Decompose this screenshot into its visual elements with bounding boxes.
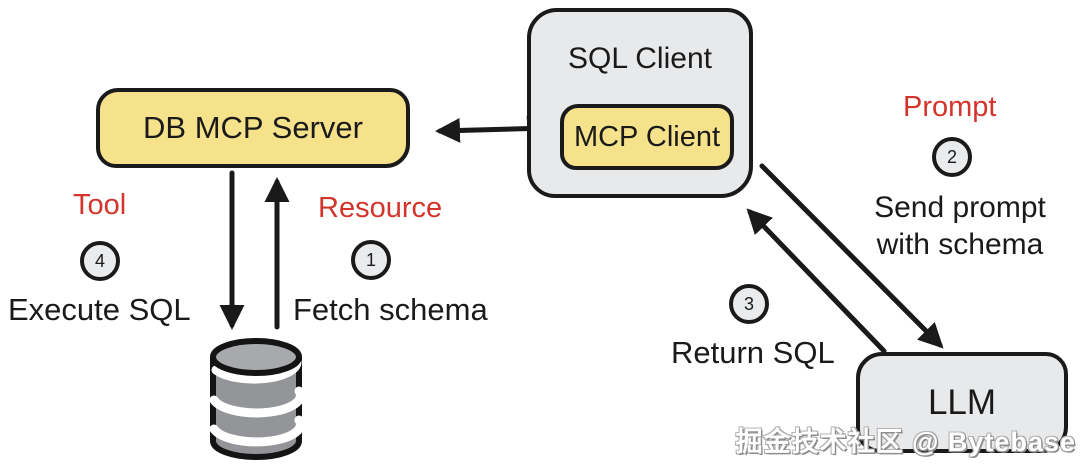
step-4-number: 4: [94, 250, 105, 271]
fetch-schema-label: Fetch schema: [293, 292, 488, 327]
arrow-send-prompt: [759, 163, 944, 349]
node-db-mcp-server: DB MCP Server: [96, 88, 410, 168]
resource-label: Resource: [318, 192, 443, 224]
return-sql-label: Return SQL: [671, 335, 835, 370]
mcp-client-label: MCP Client: [573, 120, 721, 153]
step-badge-3: 3: [729, 284, 769, 324]
tool-label: Tool: [73, 189, 127, 221]
llm-label: LLM: [927, 382, 997, 422]
sql-client-label: SQL Client: [568, 42, 712, 75]
db-mcp-server-label: DB MCP Server: [143, 110, 363, 145]
step-badge-1: 1: [351, 240, 391, 280]
arrow-return-sql: [746, 208, 887, 354]
database-cylinder-icon: [209, 338, 305, 460]
send-prompt-line2: with schema: [876, 228, 1044, 261]
step-1-number: 1: [365, 249, 376, 270]
step-2-number: 2: [946, 146, 957, 167]
send-prompt-label: Send prompt with schema: [860, 189, 1060, 263]
step-badge-4: 4: [80, 241, 120, 281]
node-mcp-client: MCP Client: [560, 104, 734, 170]
step-3-number: 3: [743, 293, 754, 314]
prompt-label: Prompt: [903, 91, 997, 123]
watermark-text: 掘金技术社区 @ Bytebase: [735, 427, 1076, 457]
execute-sql-label: Execute SQL: [8, 292, 191, 327]
step-badge-2: 2: [932, 137, 972, 177]
node-llm: LLM: [856, 352, 1068, 453]
node-sql-client: SQL Client MCP Client: [527, 8, 753, 198]
send-prompt-line1: Send prompt: [874, 191, 1046, 224]
